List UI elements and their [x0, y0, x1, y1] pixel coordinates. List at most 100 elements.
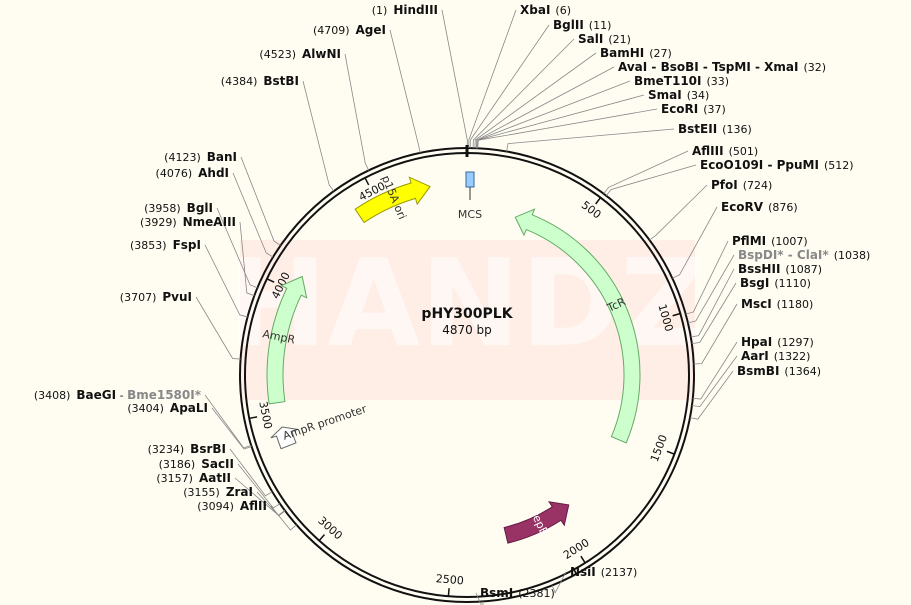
- tick-3000: [318, 534, 326, 542]
- leader-ecorv: [672, 206, 718, 279]
- site-bsgi: BsgI(1110): [740, 276, 811, 290]
- tick-2500: [447, 588, 450, 597]
- leader-bsmbi: [689, 370, 734, 420]
- leader-fspi: [204, 244, 248, 318]
- site-ecori: EcoRI(37): [661, 102, 726, 116]
- feature-label-ampr: AmpR: [261, 327, 296, 346]
- site-bamhi: BamHI(27): [600, 46, 672, 60]
- leader-afliii: [603, 150, 689, 195]
- site-baegi: (3408)BaeGI - Bme1580I*: [34, 388, 202, 402]
- site-smai: SmaI(34): [648, 88, 709, 102]
- tick-label-2000: 2000: [561, 536, 592, 562]
- tick-4000: [266, 278, 275, 283]
- tick-label-2500: 2500: [435, 572, 464, 587]
- site-bsmbi: BsmBI(1364): [737, 364, 821, 378]
- site-ecorv: EcoRV(876): [721, 200, 798, 214]
- leader-pflmi: [685, 240, 729, 315]
- leader-hpai: [692, 341, 738, 400]
- plasmid-size: 4870 bp: [442, 323, 492, 337]
- site-ahdi: (4076)AhdI: [156, 166, 229, 180]
- site-apali: (3404)ApaLI: [127, 401, 208, 415]
- leader-nmeaiii: [239, 221, 255, 297]
- leader-bglii: [469, 24, 550, 149]
- site-avai-bsobi-tspmi-xmai: AvaI - BsoBI - TspMI - XmaI(32): [618, 60, 826, 74]
- leader-bmet110i: [476, 80, 631, 149]
- feature-label-ampr-promoter: AmpR promoter: [281, 402, 368, 442]
- site-pflmi: PflMI(1007): [732, 234, 808, 248]
- site-zrai: (3155)ZraI: [183, 485, 253, 499]
- site-hpai: HpaI(1297): [741, 335, 814, 349]
- leader-msci: [693, 303, 738, 365]
- site-msci: MscI(1180): [741, 297, 813, 311]
- tick-label-500: 500: [579, 198, 604, 221]
- leader-xbai: [468, 9, 517, 149]
- tick-label-3000: 3000: [315, 514, 345, 542]
- leader-bsmi: [475, 592, 484, 605]
- feature-tcr: [514, 208, 641, 444]
- site-nsii: NsiI(2137): [570, 565, 637, 579]
- site-sali: SalI(21): [578, 32, 631, 46]
- leader-baegi: [204, 394, 252, 449]
- leader-sacii: [237, 463, 281, 509]
- tick-label-1500: 1500: [648, 433, 670, 464]
- leader-apali: [211, 407, 252, 450]
- leader-ecori: [477, 108, 658, 149]
- feature-p15a-ori: [354, 176, 431, 224]
- leader-ecoo109i-ppumi: [605, 164, 697, 196]
- leader-pvui: [195, 296, 241, 360]
- leader-aari: [691, 355, 738, 408]
- site-bmet110i: BmeT110I(33): [634, 74, 729, 88]
- mcs-box: [465, 171, 475, 188]
- leader-bani: [240, 156, 281, 246]
- tick-2000: [580, 555, 586, 564]
- site-bgli: (3958)BglI: [144, 201, 213, 215]
- leader-bsgi: [691, 282, 737, 345]
- restriction-sites: XbaI(6)BglII(11)SalI(21)BamHI(27)AvaI - …: [34, 3, 870, 605]
- site-ecoo109i-ppumi: EcoO109I - PpuMI(512): [700, 158, 854, 172]
- feature-repb: [503, 501, 570, 544]
- site-alwni: (4523)AlwNI: [259, 47, 341, 61]
- site-bglii: BglII(11): [553, 18, 611, 32]
- leader-ahdi: [232, 172, 274, 258]
- site-bani: (4123)BanI: [164, 150, 237, 164]
- tick-1000: [672, 312, 681, 317]
- site-bsmi: BsmI(2381): [480, 586, 555, 600]
- site-aatii: (3157)AatII: [156, 471, 231, 485]
- tick-500: [595, 197, 602, 205]
- site-bsteii: BstEII(136): [678, 122, 752, 136]
- site-xbai: XbaI(6): [520, 3, 571, 17]
- leader-bspdi-clai: [687, 254, 735, 324]
- leader-alwni: [344, 53, 370, 171]
- site-aari: AarI(1322): [741, 349, 810, 363]
- leader-bamhi: [474, 52, 597, 149]
- tick-1500: [666, 450, 675, 455]
- plasmid-name: pHY300PLK: [421, 306, 513, 322]
- feature-ampr-promoter: [270, 426, 298, 450]
- leader-smai: [476, 94, 645, 149]
- leader-bsrbi: [229, 448, 273, 497]
- leader-aflii: [270, 505, 297, 531]
- feature-ampr: [266, 275, 308, 405]
- site-bstbi: (4384)BstBI: [221, 74, 299, 88]
- site-agei: (4709)AgeI: [313, 23, 386, 37]
- leader-bgli: [216, 207, 258, 289]
- site-pfoi: PfoI(724): [711, 178, 772, 192]
- leader-agei: [389, 29, 421, 153]
- site-nmeaiii: (3929)NmeAIII: [140, 215, 236, 229]
- leader-bsshii: [690, 268, 735, 338]
- leader-bsteii: [506, 128, 675, 152]
- leader-nsii: [551, 571, 567, 594]
- leader-bstbi: [302, 80, 335, 192]
- site-afliii: AflIII(501): [692, 144, 758, 158]
- site-fspi: (3853)FspI: [130, 238, 201, 252]
- site-bsshii: BssHII(1087): [738, 262, 822, 276]
- mcs-label: MCS: [458, 208, 482, 221]
- site-sacii: (3186)SacII: [159, 457, 234, 471]
- leader-pfoi: [649, 184, 708, 241]
- leader-hindiii: [441, 9, 468, 149]
- site-bsrbi: (3234)BsrBI: [148, 442, 226, 456]
- site-pvui: (3707)PvuI: [120, 290, 192, 304]
- tick-label-3500: 3500: [256, 400, 274, 430]
- leader-sali: [472, 38, 575, 149]
